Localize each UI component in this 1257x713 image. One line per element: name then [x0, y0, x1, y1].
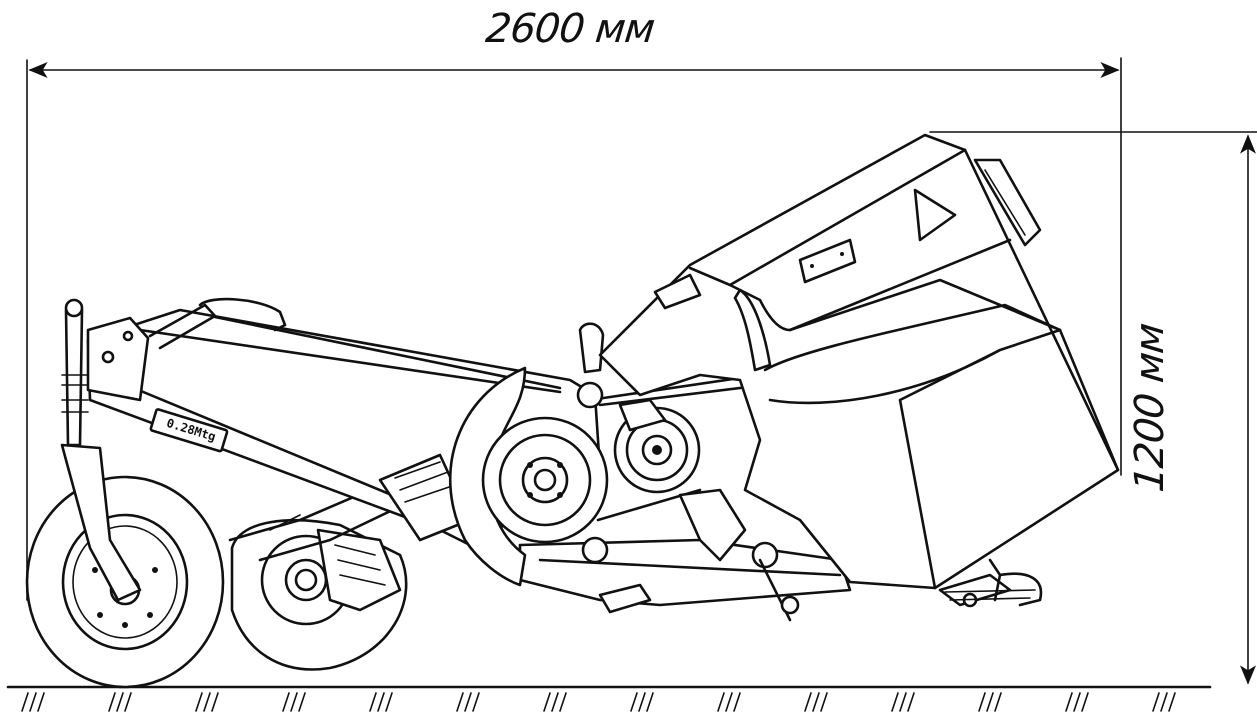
hopper-body: [598, 133, 1120, 590]
hitch-handle: [198, 297, 287, 332]
hitch-arm: [148, 303, 217, 350]
warning-triangle-icon: [913, 188, 957, 242]
under-frame: [378, 453, 852, 622]
hitch-plate: [86, 316, 150, 402]
ground-line: [6, 685, 1212, 712]
width-dimension: [26, 57, 1122, 601]
rotor-guard: [449, 366, 609, 587]
rear-coupler: [938, 558, 1043, 608]
strut-tube: [64, 308, 84, 447]
wheel-rim: [61, 513, 189, 651]
wheel-strut: [60, 298, 142, 602]
hopper: [598, 133, 1120, 590]
height-dimension: [929, 131, 1257, 685]
height-dimension-label: 1200 мм: [1127, 321, 1173, 495]
ground-hatching: [21, 692, 1176, 712]
hopper-plate: [798, 238, 857, 284]
nameplate: [149, 408, 229, 453]
width-dimension-label: 2600 мм: [483, 6, 657, 52]
rotor-disc: [481, 416, 609, 544]
